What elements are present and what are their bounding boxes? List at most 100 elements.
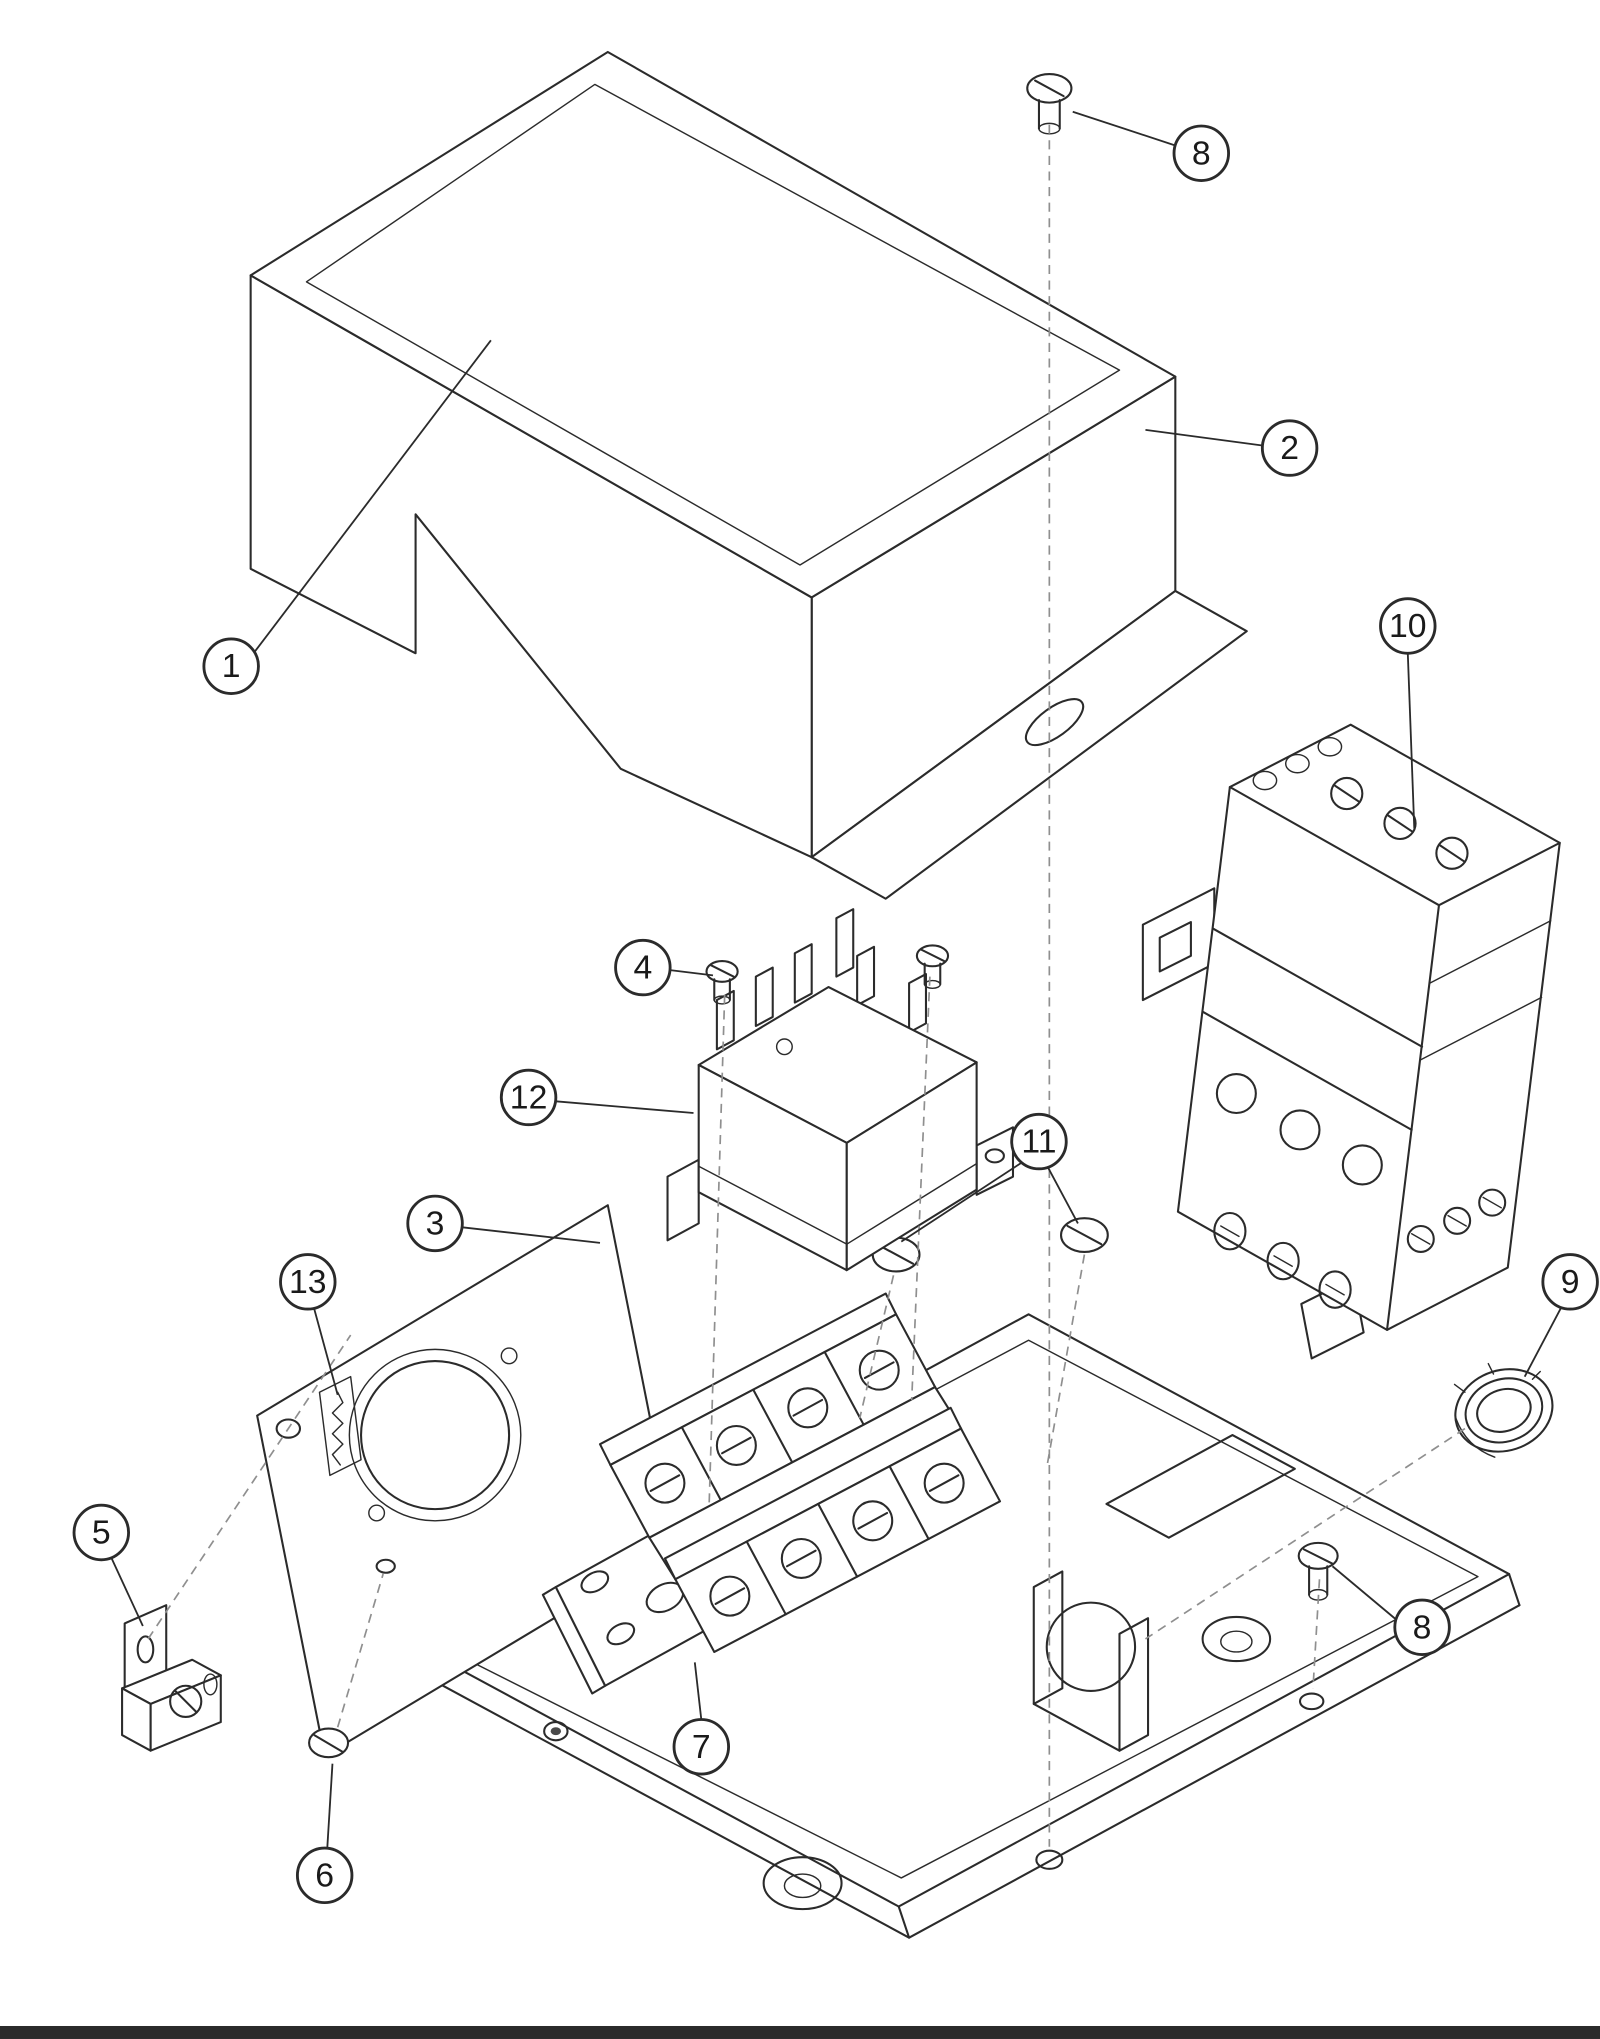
- blade-terminal: [754, 966, 774, 1028]
- blade-terminal: [793, 943, 813, 1004]
- leader-line: [1072, 110, 1176, 147]
- terminal-screw: [852, 1500, 894, 1542]
- callout-number: 10: [1389, 607, 1427, 645]
- leader-line: [555, 1100, 694, 1114]
- callout-number: 2: [1280, 429, 1299, 467]
- leader-line: [1331, 1565, 1397, 1621]
- axis-line: [336, 1573, 384, 1728]
- terminal-screw: [1383, 806, 1417, 841]
- callout-13: 13: [279, 1253, 339, 1396]
- terminal-screw: [644, 1462, 686, 1504]
- screw-slot: [714, 1587, 746, 1605]
- callout-3: 3: [406, 1194, 601, 1253]
- callout-number: 4: [633, 949, 652, 987]
- knockout-hole: [360, 1360, 511, 1511]
- wire-hole: [203, 1673, 218, 1696]
- flange-screw-8: [1297, 1541, 1339, 1601]
- callout-6: 6: [295, 1763, 354, 1905]
- callout-number: 7: [692, 1728, 711, 1766]
- callout-8: 8: [1072, 110, 1230, 182]
- terminal-block: [598, 1292, 1002, 1654]
- screw-slot: [919, 948, 946, 963]
- callout-bubble: [1379, 597, 1437, 655]
- screw-hole: [1298, 1692, 1325, 1711]
- plate-screw-hole: [375, 1558, 396, 1574]
- axis-line: [1312, 1579, 1321, 1689]
- countersunk-hole: [762, 1856, 843, 1911]
- screw-slot: [649, 1474, 681, 1492]
- flange-slot: [1024, 698, 1085, 747]
- leader-line: [693, 1662, 703, 1720]
- callout-bubble: [614, 938, 672, 997]
- terminal-screw: [787, 1387, 829, 1429]
- callout-bubble: [1172, 124, 1230, 182]
- contactor: [1141, 723, 1561, 1360]
- cover-screw-8: [1026, 73, 1073, 135]
- axis-line: [708, 994, 726, 1507]
- base-rect-cutout: [1105, 1434, 1296, 1539]
- blade-terminal: [835, 908, 855, 978]
- terminal-screw: [715, 1424, 757, 1466]
- callout-10: 10: [1379, 597, 1437, 829]
- callout-number: 8: [1413, 1608, 1432, 1646]
- callout-bubble: [1541, 1253, 1599, 1311]
- callout-number: 3: [426, 1204, 445, 1242]
- relay-screws-4: [705, 944, 950, 1005]
- marking-label-13: [318, 1375, 362, 1477]
- callout-bubble: [1010, 1112, 1068, 1171]
- screw-slot: [709, 963, 735, 978]
- screw-slot: [1387, 814, 1413, 833]
- clamp-opening: [1045, 1601, 1137, 1692]
- callout-bubble: [279, 1253, 337, 1311]
- callout-5: 5: [72, 1503, 144, 1627]
- callout-bubble: [1393, 1598, 1451, 1656]
- terminal-screw: [1435, 836, 1469, 870]
- axis-line: [910, 976, 931, 1401]
- screw-slot: [1439, 844, 1465, 863]
- leader-line: [1523, 1307, 1562, 1378]
- plate-screw-hole: [275, 1418, 302, 1439]
- relay: [666, 908, 1015, 1272]
- callout-bubble: [1260, 419, 1319, 477]
- screw-slot: [857, 1511, 889, 1530]
- callout-bubble: [202, 637, 260, 695]
- bottom-border: [0, 2025, 1600, 2039]
- ground-lug: [121, 1604, 222, 1752]
- callout-bubble: [672, 1718, 730, 1776]
- terminal-screw: [858, 1349, 900, 1391]
- terminal-screw: [923, 1462, 965, 1504]
- leader-line: [110, 1558, 144, 1627]
- callout-bubble: [72, 1503, 130, 1562]
- cover: [249, 50, 1248, 900]
- lug-screw: [169, 1684, 203, 1718]
- callout-number: 13: [289, 1263, 327, 1301]
- screw-slot: [878, 1244, 915, 1265]
- screw-slot: [928, 1474, 960, 1492]
- callout-7: 7: [672, 1662, 730, 1776]
- relay-ear-hole: [984, 1148, 1005, 1164]
- callout-4: 4: [614, 938, 714, 997]
- axis-line: [858, 1275, 895, 1419]
- terminal-screw: [1330, 776, 1364, 811]
- callout-number: 6: [315, 1856, 334, 1894]
- callout-1: 1: [202, 339, 492, 695]
- snap-bushing: [1453, 1362, 1554, 1458]
- callout-12: 12: [499, 1068, 694, 1127]
- axis-line: [1144, 1427, 1466, 1640]
- leader-line: [326, 1763, 334, 1849]
- axis-line: [1045, 1254, 1086, 1468]
- callout-9: 9: [1523, 1253, 1599, 1378]
- callout-bubble: [406, 1194, 464, 1253]
- callout-number: 11: [1021, 1123, 1056, 1161]
- screw-slot: [863, 1361, 895, 1379]
- callout-number: 9: [1561, 1263, 1580, 1301]
- leader-line: [670, 969, 714, 977]
- blade-terminal: [908, 973, 928, 1034]
- alignment-lines: [147, 124, 1466, 1847]
- screw-slot: [1302, 1548, 1334, 1565]
- screw-slot: [174, 1689, 198, 1713]
- screw-slot: [721, 1436, 752, 1455]
- screw-hole: [1035, 1849, 1064, 1870]
